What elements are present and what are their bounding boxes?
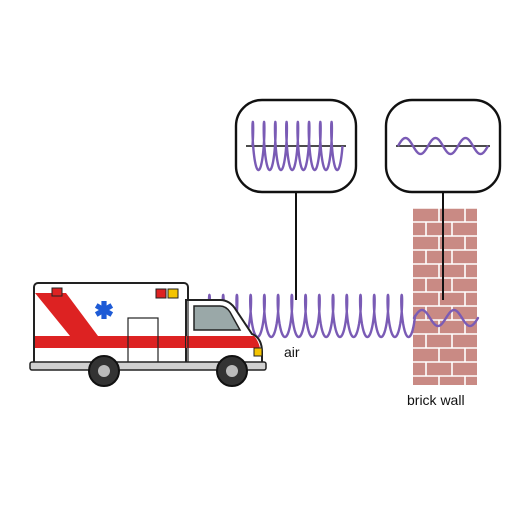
front-wheel-icon xyxy=(216,355,248,387)
wall-magnifier-bubble xyxy=(384,98,502,194)
brick-wall-label: brick wall xyxy=(407,392,465,408)
brick-wall-face xyxy=(413,208,477,385)
rear-wheel-icon xyxy=(88,355,120,387)
air-magnifier-bubble xyxy=(234,98,358,194)
air-magnifier-wave xyxy=(251,120,344,172)
air-label: air xyxy=(284,344,300,360)
star-of-life-icon xyxy=(94,301,114,319)
ambulance-icon xyxy=(29,282,267,387)
wall-magnifier-wave xyxy=(396,136,490,156)
brick-wall xyxy=(413,207,477,385)
wall-wave xyxy=(412,308,480,328)
